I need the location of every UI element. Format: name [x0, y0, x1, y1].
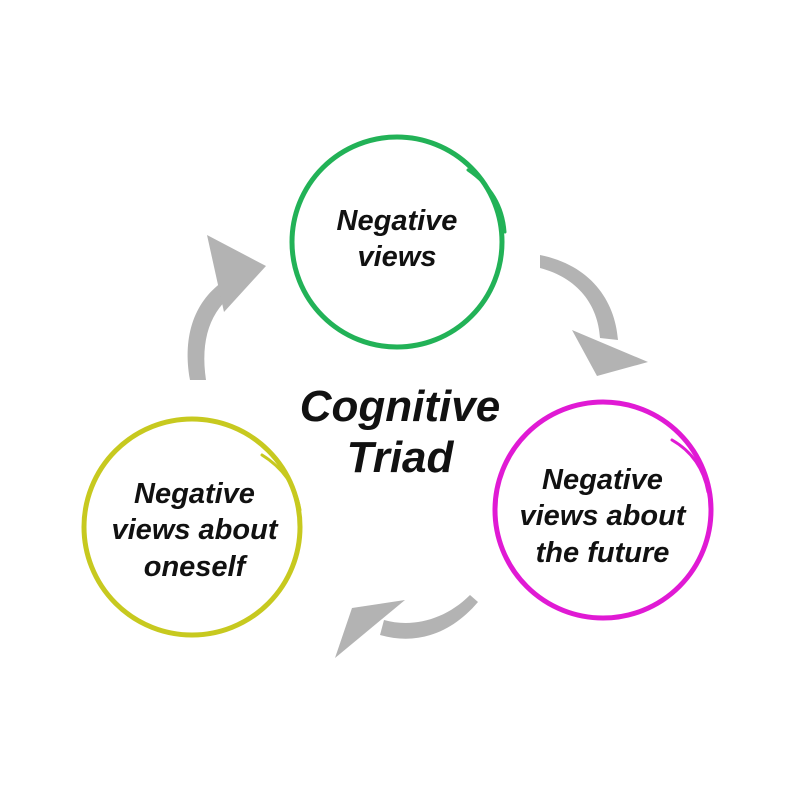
node-label-right: Negative views about the future: [500, 462, 705, 571]
node-circle-left: [81, 416, 303, 638]
node-label-left-line-1: Negative: [134, 478, 255, 510]
node-label-right-line-2: views about: [519, 500, 686, 533]
node-circle-top-ring: [289, 134, 505, 350]
node-circle-top-stroke-tail: [466, 168, 507, 234]
node-label-top-line-2: views: [357, 241, 437, 274]
node-circle-right-ring: [492, 399, 714, 621]
cycle-arrow-top-to-right-head: [572, 330, 648, 376]
cycle-arrow-top-to-right: [540, 255, 648, 376]
node-label-right-line-1: Negative: [542, 464, 663, 496]
node-label-top-line-1: Negative: [336, 205, 458, 237]
node-circle-right-stroke-tail: [670, 438, 710, 494]
node-circle-left-stroke-tail: [260, 453, 302, 512]
cycle-arrow-right-to-left-head: [335, 600, 405, 658]
cycle-arrow-left-to-top-body: [187, 280, 236, 380]
node-label-left-line-3: oneself: [143, 550, 246, 583]
node-label-left-line-2: views about: [111, 514, 278, 547]
node-label-left: Negative views about oneself: [92, 476, 297, 585]
cycle-arrow-right-to-left-body: [380, 595, 478, 639]
diagram-title-line-1: Cognitive: [299, 382, 501, 431]
node-circle-right: [492, 399, 714, 621]
cycle-arrow-left-to-top: [187, 235, 266, 380]
node-circle-top: [289, 134, 507, 350]
node-label-right-line-3: the future: [535, 536, 670, 569]
cycle-arrow-left-to-top-head: [207, 235, 266, 312]
node-circle-left-ring: [81, 416, 303, 638]
diagram-title: Cognitive Triad: [270, 382, 530, 483]
cycle-arrow-top-to-right-body: [540, 255, 618, 340]
cycle-arrow-right-to-left: [335, 595, 478, 658]
node-label-top: Negative views: [297, 203, 497, 276]
diagram-title-line-2: Triad: [346, 432, 454, 482]
